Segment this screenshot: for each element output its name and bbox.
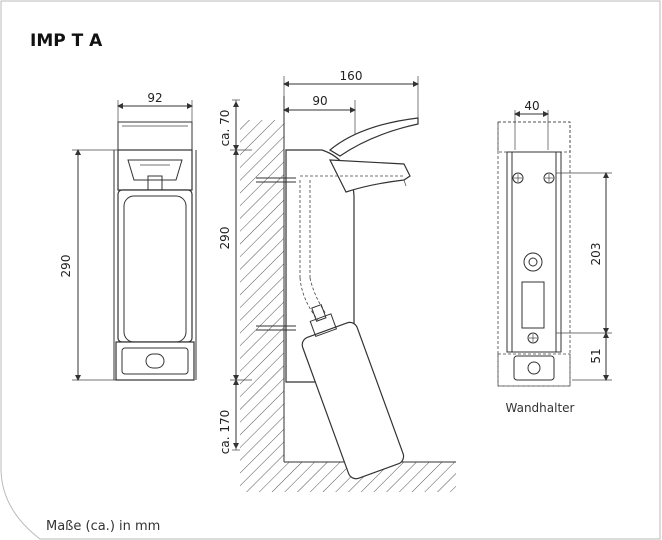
dim-bracket-width: 40 bbox=[524, 99, 539, 113]
dim-front-height: 290 bbox=[59, 255, 73, 278]
page-title: IMP T A bbox=[30, 31, 103, 51]
front-view: 92 290 bbox=[59, 91, 197, 381]
wall-bracket-view: 40 203 51 Wandhalter bbox=[497, 99, 612, 415]
dim-side-height: 290 bbox=[218, 227, 232, 250]
side-view: 160 90 ca. 70 290 ca. 170 bbox=[218, 69, 456, 492]
dim-front-width: 92 bbox=[147, 91, 162, 105]
dim-bracket-bottom: 51 bbox=[589, 348, 603, 363]
dim-side-top-clearance: ca. 70 bbox=[218, 110, 232, 147]
dim-side-bottom-clearance: ca. 170 bbox=[218, 410, 232, 454]
wall-bracket-caption: Wandhalter bbox=[506, 401, 575, 415]
dim-side-total-depth: 160 bbox=[340, 69, 363, 83]
dim-bracket-hole-spacing: 203 bbox=[589, 243, 603, 266]
dim-side-body-depth: 90 bbox=[312, 94, 327, 108]
units-footnote: Maße (ca.) in mm bbox=[46, 519, 160, 534]
